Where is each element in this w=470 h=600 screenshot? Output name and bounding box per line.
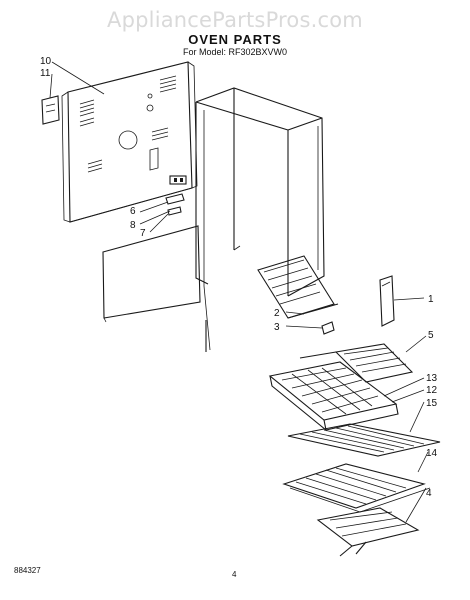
- document-code: 884327: [14, 566, 41, 575]
- terminal-block: [165, 175, 187, 216]
- element-bracket: [321, 321, 335, 335]
- callout-8: 8: [130, 220, 136, 231]
- broil-shield: [379, 275, 395, 327]
- page-number: 4: [232, 570, 237, 579]
- side-panel: [102, 225, 201, 323]
- callout-3: 3: [274, 322, 280, 333]
- callout-7: 7: [140, 228, 146, 239]
- callout-10: 10: [40, 56, 52, 67]
- access-plate: [41, 95, 60, 125]
- bake-element-tray: [257, 255, 339, 319]
- callout-13: 13: [426, 373, 438, 384]
- bake-element: [316, 507, 420, 557]
- callout-5: 5: [428, 330, 434, 341]
- callout-14: 14: [426, 448, 438, 459]
- callout-12: 12: [426, 385, 438, 396]
- callout-2: 2: [274, 308, 280, 319]
- callout-11: 11: [40, 68, 51, 79]
- leader-lines: [49, 61, 429, 523]
- oven-cavity-frame: [195, 87, 325, 352]
- callout-6: 6: [130, 206, 136, 217]
- broil-element: [299, 343, 414, 383]
- oven-rack-upper: [287, 423, 441, 457]
- diagram-title: OVEN PARTS: [188, 32, 282, 47]
- callout-4: 4: [426, 488, 432, 499]
- model-subtitle: For Model: RF302BXVW0: [182, 47, 288, 57]
- broiler-pan: [268, 361, 399, 432]
- back-panel: [61, 61, 198, 223]
- callout-15: 15: [426, 398, 438, 409]
- callout-numbers: 1 2 3 4 5 6 7 8 10 11 12 13 14 15: [40, 56, 438, 499]
- watermark: AppliancePartsPros.com: [107, 8, 363, 32]
- oven-rack-lower: [282, 463, 431, 513]
- callout-1: 1: [428, 294, 434, 305]
